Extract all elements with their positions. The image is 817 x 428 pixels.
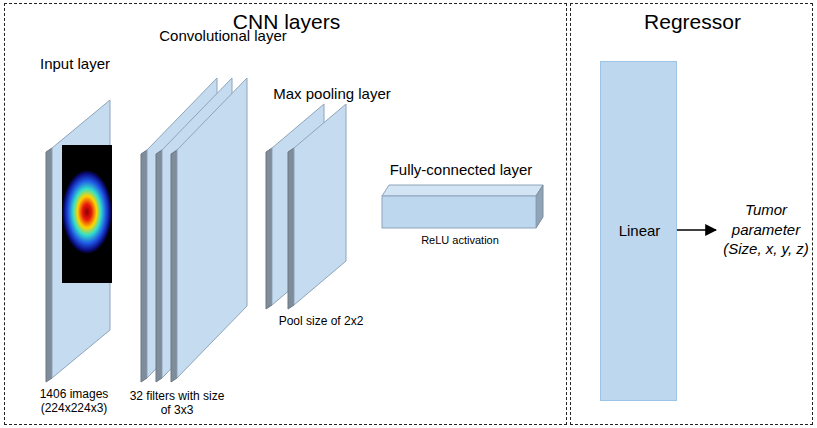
layer-title: Linear [601,222,678,240]
conv-layer: Convolutional layer 32 filters with size … [125,25,307,421]
layer-note: 1406 images (224x224x3) [19,387,129,416]
fc-layer: Fully-connected layerReLU activation [373,159,549,253]
cnn-panel: CNN layersInput layer1406 images (224x22… [4,3,567,425]
heatmap-image [62,145,112,283]
conv-plates [141,78,247,382]
pool-layer: Max pooling layerPool size of 2x2 [259,83,399,337]
layer-note: ReLU activation [400,234,520,247]
layer-title: Regressor [571,9,814,34]
layer-title: Input layer [23,55,127,73]
layer-title: Convolutional layer [141,27,305,45]
layer-note: 32 filters with size of 3x3 [125,389,229,418]
layer-note: Pool size of 2x2 [259,314,383,328]
layer-title: Max pooling layer [265,85,399,103]
input-layer: Input layer 1406 images (224x224x3) [19,53,129,421]
layer-title: Fully-connected layer [373,161,549,179]
output-arrow [677,229,716,231]
pool-plates [266,104,346,309]
linear-box: Linear [600,61,677,401]
input-plate [46,100,112,382]
fc-block [382,185,543,228]
output-label: Tumor parameter (Size, x, y, z) [718,200,814,259]
